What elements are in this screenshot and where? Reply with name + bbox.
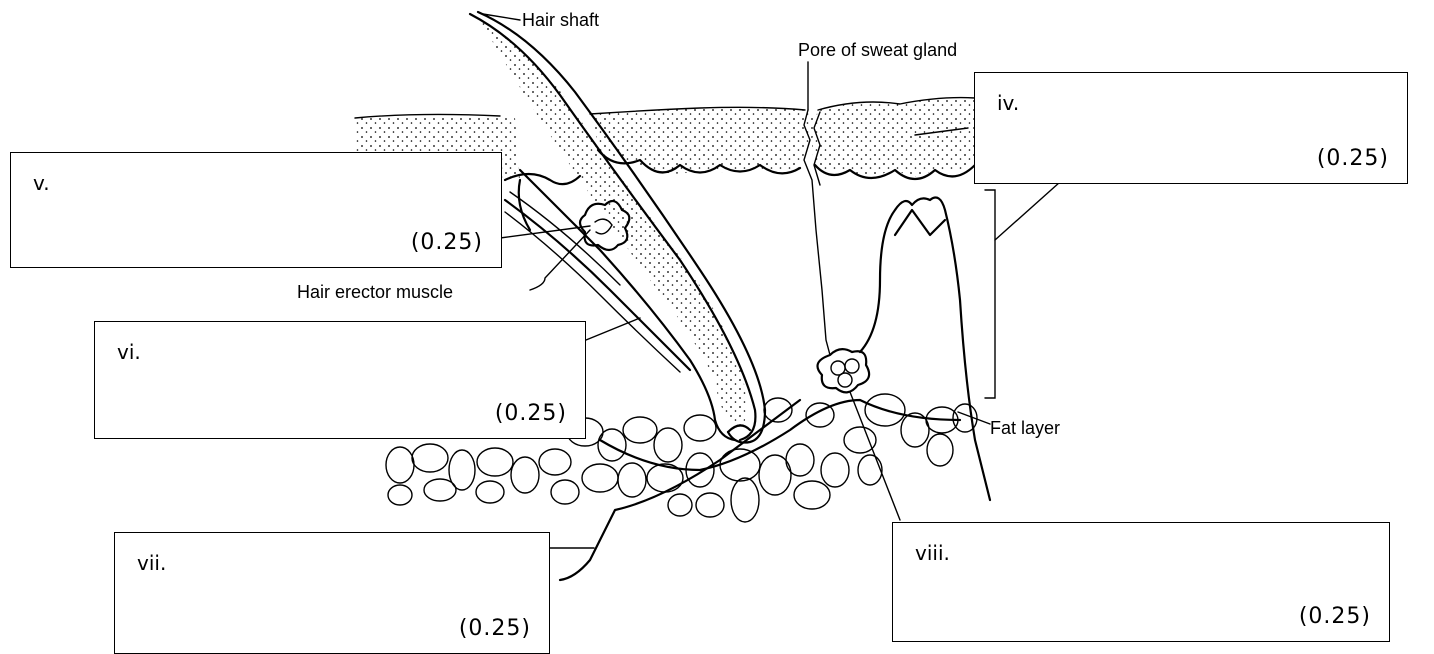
box-number: vii. — [137, 551, 166, 575]
box-number: viii. — [915, 541, 950, 565]
box-number: vi. — [117, 340, 141, 364]
label-muscle: Hair erector muscle — [297, 282, 453, 302]
dermis-bracket — [985, 190, 995, 398]
box-points: (0.25) — [495, 401, 567, 426]
box-points: (0.25) — [1299, 604, 1371, 629]
answer-box-vii[interactable]: vii. (0.25) — [114, 532, 550, 654]
box-points: (0.25) — [1317, 146, 1389, 171]
label-pore: Pore of sweat gland — [798, 40, 957, 60]
answer-box-viii[interactable]: viii. (0.25) — [892, 522, 1390, 642]
answer-box-v[interactable]: v. (0.25) — [10, 152, 502, 268]
box-number: v. — [33, 171, 50, 195]
answer-box-iv[interactable]: iv. (0.25) — [974, 72, 1408, 184]
box-points: (0.25) — [459, 616, 531, 641]
box-number: iv. — [997, 91, 1019, 115]
answer-box-vi[interactable]: vi. (0.25) — [94, 321, 586, 439]
label-hair-shaft: Hair shaft — [522, 10, 599, 30]
label-fat: Fat layer — [990, 418, 1060, 438]
box-points: (0.25) — [411, 230, 483, 255]
